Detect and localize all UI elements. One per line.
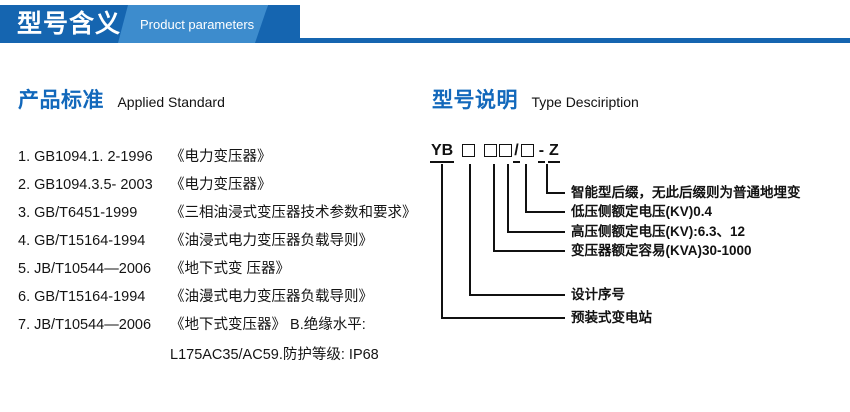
model-code-box-1 [462, 143, 476, 157]
standard-code: 2. GB1094.3.5- 2003 [18, 177, 153, 193]
leader-line-3 [507, 164, 565, 233]
type-description-heading-cn: 型号说明 [432, 89, 518, 112]
type-description-heading-en: Type Desciription [531, 94, 639, 110]
page-header-banner: 型号含义 Product parameters [0, 5, 850, 43]
standard-item: 7. JB/T10544—2006 《地下式变压器》 B.绝缘水平: [18, 313, 428, 341]
standard-continuation-line: L175AC35/AC59.防护等级: IP68 [170, 347, 379, 363]
type-description-heading: 型号说明 Type Desciription [432, 88, 639, 116]
model-code-prefix: YB [430, 141, 455, 163]
applied-standard-heading: 产品标准 Applied Standard [18, 88, 225, 116]
standard-item: 6. GB/T15164-1994 《油漫式电力变压器负载导则》 [18, 285, 428, 313]
leader-line-5 [469, 164, 565, 296]
standard-code: 6. GB/T15164-1994 [18, 289, 146, 305]
applied-standard-heading-en: Applied Standard [117, 94, 225, 110]
standard-item: 4. GB/T15164-1994 《油浸式电力变压器负载导则》 [18, 229, 428, 257]
standard-code: 5. JB/T10544—2006 [18, 261, 152, 277]
model-code-diagram: YB / - Z 智能型后缀，无此后缀则为普通地埋变 低压侧额定电 [430, 140, 850, 340]
callout-label-5: 设计序号 [571, 287, 625, 302]
standard-item: 2. GB1094.3.5- 2003 《电力变压器》 [18, 173, 428, 201]
banner-title-en: Product parameters [140, 17, 255, 32]
model-code-suffix: Z [548, 141, 560, 163]
callout-label-2: 低压侧额定电压(KV)0.4 [571, 204, 713, 219]
standard-title: 《电力变压器》 [170, 177, 272, 193]
model-code-dash: - [537, 141, 546, 163]
model-code-box-4 [520, 143, 534, 157]
banner-underline-rule [265, 38, 850, 43]
applied-standard-list: 1. GB1094.1. 2-1996 《电力变压器》 2. GB1094.3.… [18, 145, 428, 369]
standard-title: 《地下式变压器》 B.绝缘水平: [170, 317, 366, 333]
leader-line-4 [493, 164, 565, 252]
leader-line-6 [441, 164, 565, 319]
model-code-string: YB / - Z [430, 140, 560, 164]
leader-line-1 [546, 164, 565, 194]
standard-code: 1. GB1094.1. 2-1996 [18, 149, 153, 165]
callout-leader-lines [441, 164, 565, 319]
standard-title: 《油浸式电力变压器负载导则》 [170, 233, 373, 249]
standard-title: 《电力变压器》 [170, 149, 272, 165]
banner-title-cn: 型号含义 [17, 10, 122, 38]
standard-item: 5. JB/T10544—2006 《地下式变 压器》 [18, 257, 428, 285]
callout-label-4: 变压器额定容易(KVA)30-1000 [571, 243, 752, 258]
standard-title: 《油漫式电力变压器负载导则》 [170, 289, 373, 305]
banner-light-block [118, 5, 268, 43]
leader-line-2 [525, 164, 565, 213]
callout-label-6: 预装式变电站 [571, 310, 652, 325]
standard-title: 《三相油浸式变压器技术参数和要求》 [170, 205, 417, 221]
standard-item: 3. GB/T6451-1999 《三相油浸式变压器技术参数和要求》 [18, 201, 428, 229]
standard-code: 7. JB/T10544—2006 [18, 317, 152, 333]
standard-title: 《地下式变 压器》 [170, 261, 291, 277]
callout-label-1: 智能型后缀，无此后缀则为普通地埋变 [571, 185, 801, 200]
callout-label-3: 高压侧额定电压(KV):6.3、12 [571, 224, 746, 239]
standard-item: 1. GB1094.1. 2-1996 《电力变压器》 [18, 145, 428, 173]
standard-code: 4. GB/T15164-1994 [18, 233, 146, 249]
standard-code: 3. GB/T6451-1999 [18, 205, 138, 221]
applied-standard-heading-cn: 产品标准 [18, 89, 104, 112]
model-code-slash: / [513, 141, 520, 163]
model-code-box-3 [499, 143, 513, 157]
model-code-box-2 [484, 143, 498, 157]
banner-dark-block [0, 5, 128, 43]
